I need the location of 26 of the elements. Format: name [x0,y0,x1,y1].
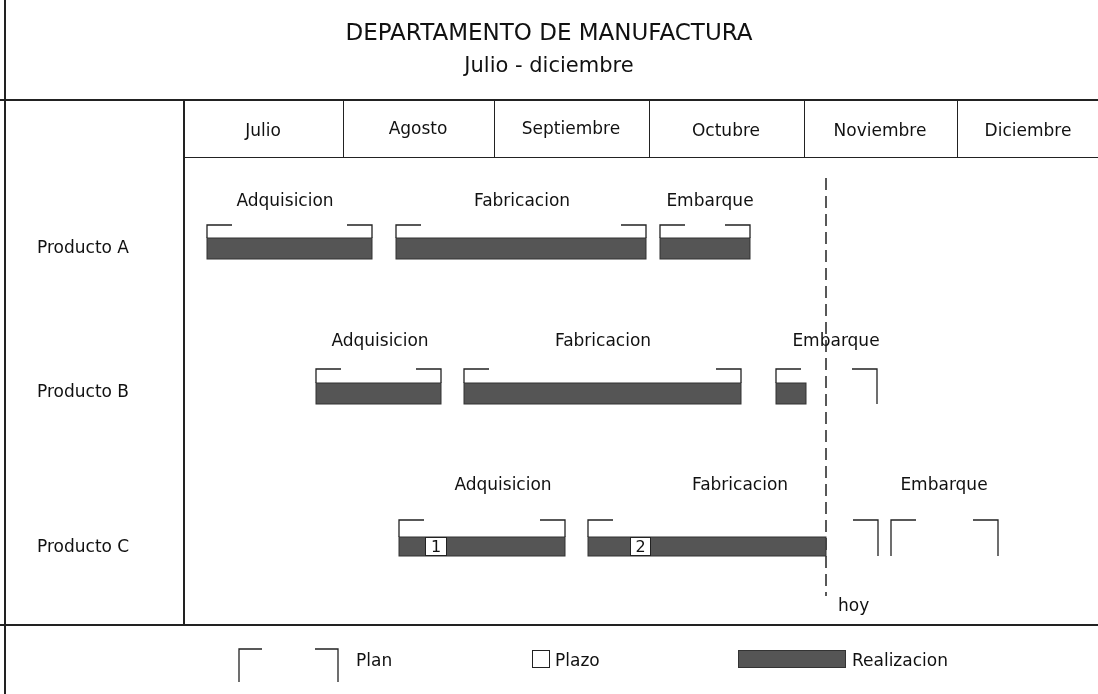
task-label: Adquisicion [330,330,430,350]
row-label: Producto B [37,381,129,401]
month-header: Octubre [690,120,761,140]
task-label: Adquisicion [453,474,553,494]
legend-label: Realizacion [852,650,948,670]
legend-label: Plan [356,650,393,670]
task-label: Embarque [899,474,989,494]
task-label: Fabricacion [472,190,572,210]
legend-label: Plazo [555,650,600,670]
month-header: Agosto [387,118,449,138]
task-label: Embarque [791,330,881,350]
month-header: Julio [243,120,282,140]
today-label: hoy [838,595,870,615]
task-label: Fabricacion [553,330,653,350]
task-label: Adquisicion [235,190,335,210]
task-label: Embarque [665,190,755,210]
month-header: Diciembre [983,120,1073,140]
month-header: Septiembre [520,118,622,138]
month-header: Noviembre [832,120,928,140]
row-label: Producto C [37,536,130,556]
row-label: Producto A [37,237,129,257]
deadline-box: 1 [425,537,447,556]
diagram-title: DEPARTAMENTO DE MANUFACTURA [344,18,754,46]
diagram-subtitle: Julio - diciembre [462,52,635,78]
deadline-box: 2 [630,537,651,556]
task-label: Fabricacion [690,474,790,494]
